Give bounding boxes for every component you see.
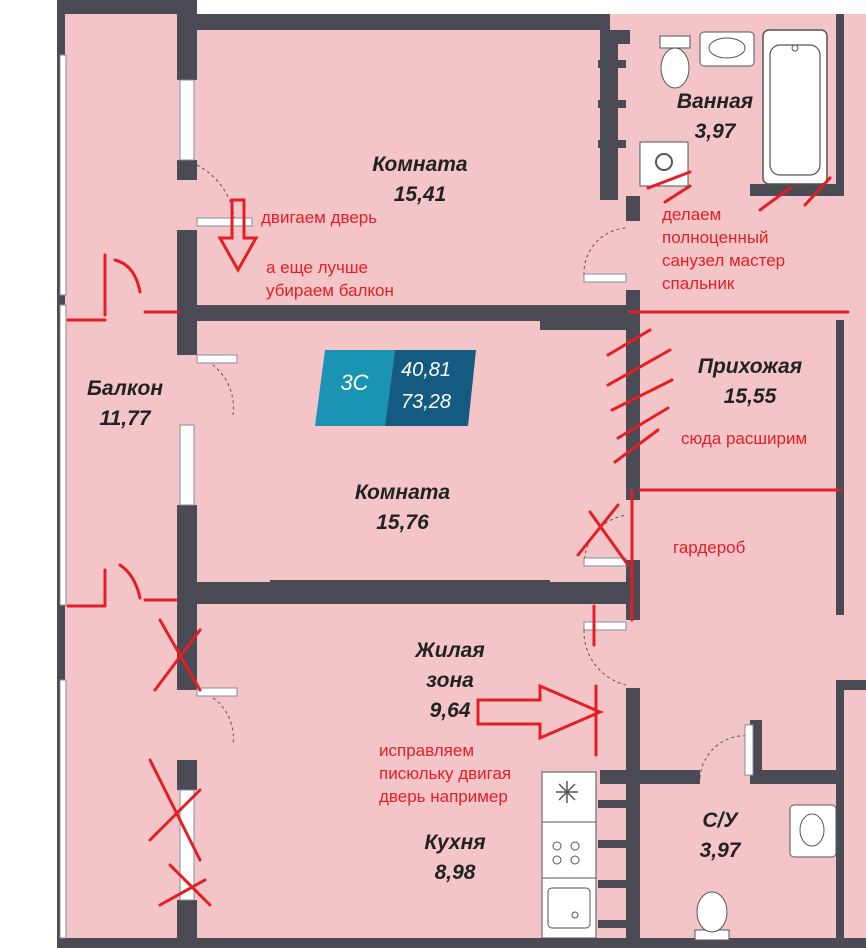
washing-machine (639, 141, 689, 187)
note-master-bath: делаем полноценный санузел мастер спальн… (662, 203, 785, 295)
toilet-bathroom (659, 35, 691, 89)
room-middle-label: Комната 15,76 (340, 478, 465, 538)
bathroom-label: Ванная 3,97 (660, 87, 770, 147)
room-top-name: Комната (372, 153, 468, 176)
room-middle-area: 15,76 (376, 511, 429, 534)
note-fix-line1: исправляем (379, 741, 475, 760)
note-remove-balcony-line2: убираем балкон (266, 281, 394, 300)
balcony-windows (59, 54, 67, 939)
toilet-wc (694, 891, 730, 941)
apartment-badge: 3С 40,81 73,28 (315, 350, 476, 426)
wc-label: С/У 3,97 (680, 806, 760, 866)
living-zone-name-1: Жилая (415, 639, 485, 662)
kitchen-label: Кухня 8,98 (400, 828, 510, 888)
bathroom-area: 3,97 (694, 120, 736, 143)
kitchen-name: Кухня (424, 831, 486, 854)
living-area: 40,81 (400, 359, 452, 381)
living-zone-area: 9,64 (429, 699, 471, 722)
red-markup (66, 170, 850, 907)
wc-area: 3,97 (699, 839, 741, 862)
hallway-name: Прихожая (697, 355, 803, 378)
door-leaves (196, 217, 754, 776)
wc-name: С/У (702, 809, 738, 832)
note-master-bath-line2: полноценный (662, 228, 769, 247)
hallway-label: Прихожая 15,55 (680, 352, 820, 412)
kitchen-counter (541, 771, 597, 939)
bathtub (762, 29, 828, 185)
note-expand: сюда расширим (681, 429, 808, 448)
note-fix-line2: писюльку двигая (379, 764, 512, 783)
living-zone-name-2: зона (426, 669, 474, 692)
total-area: 73,28 (400, 391, 452, 413)
bathroom-name: Ванная (676, 90, 754, 113)
hallway-area: 15,55 (723, 385, 777, 408)
note-master-bath-line4: спальник (662, 274, 735, 293)
note-fix-line3: дверь например (379, 787, 508, 806)
note-move-door: двигаем дверь (261, 208, 378, 227)
note-remove-balcony-line1: а еще лучше (266, 258, 368, 277)
room-top-area: 15,41 (393, 183, 447, 206)
sink-wc (789, 804, 837, 858)
note-remove-balcony: а еще лучше убираем балкон (266, 256, 394, 302)
kitchen-area: 8,98 (434, 861, 476, 884)
note-fix: исправляем писюльку двигая дверь наприме… (379, 739, 511, 808)
snowflake-icon (556, 781, 578, 803)
arrow-right-icon (476, 683, 604, 741)
room-middle-name: Комната (354, 481, 451, 504)
balcony-name: Балкон (86, 377, 164, 400)
room-windows (179, 79, 195, 901)
note-master-bath-line3: санузел мастер (662, 251, 786, 270)
note-wardrobe: гардероб (673, 538, 746, 557)
note-master-bath-line1: делаем (662, 205, 722, 224)
arrow-down-icon (217, 198, 259, 274)
apartment-type: 3С (340, 370, 369, 395)
room-top-label: Комната 15,41 (360, 150, 480, 210)
balcony-label: Балкон 11,77 (70, 374, 180, 434)
balcony-area: 11,77 (99, 407, 151, 430)
living-zone-label: Жилая зона 9,64 (395, 636, 505, 726)
sink-bathroom (699, 31, 755, 67)
badge-shape (315, 350, 476, 426)
